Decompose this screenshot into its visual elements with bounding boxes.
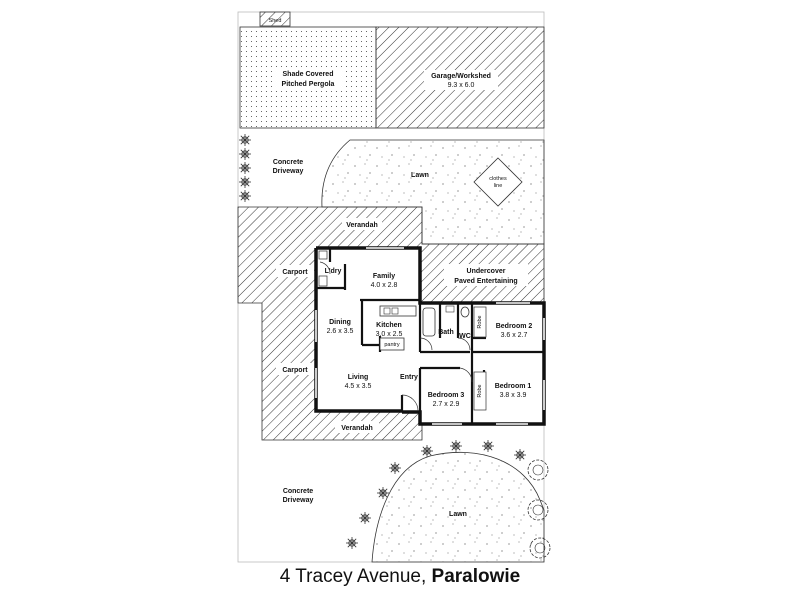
garage-label: Garage/Workshed bbox=[431, 73, 491, 80]
driveway-top-label-1: Concrete bbox=[273, 159, 303, 166]
door-swings bbox=[319, 261, 473, 412]
address-caption: 4 Tracey Avenue, Paralowie bbox=[0, 566, 800, 588]
bathtub bbox=[422, 307, 436, 337]
pantry-label: pantry bbox=[384, 342, 400, 348]
bedroom3-label: Bedroom 3 bbox=[428, 392, 465, 399]
kitchen-dimensions: 3.0 x 2.5 bbox=[376, 331, 403, 338]
driveway-bottom-label-1: Concrete bbox=[283, 488, 313, 495]
entry-label: Entry bbox=[400, 374, 418, 381]
pantry bbox=[379, 337, 405, 351]
bedroom1-label: Bedroom 1 bbox=[495, 383, 532, 390]
family-label: Family bbox=[373, 273, 395, 280]
address-street: 4 Tracey Avenue, bbox=[279, 566, 432, 587]
lawn-top-label: Lawn bbox=[411, 172, 429, 179]
robe-bedroom-1 bbox=[473, 371, 487, 411]
shed-label: Shed bbox=[269, 18, 282, 24]
driveway-top-label-2: Driveway bbox=[273, 168, 304, 175]
pergola-label-2: Pitched Pergola bbox=[282, 81, 335, 88]
verandah-bottom-label: Verandah bbox=[341, 425, 373, 432]
living-label: Living bbox=[348, 374, 369, 381]
garage-dimensions: 9.3 x 6.0 bbox=[448, 82, 475, 89]
carport-label-1: Carport bbox=[282, 269, 308, 276]
clothes-line bbox=[473, 157, 523, 207]
clothes-line-label-2: line bbox=[494, 183, 503, 189]
verandah-top-label: Verandah bbox=[346, 222, 378, 229]
lawn-bottom bbox=[371, 452, 545, 563]
dining-label: Dining bbox=[329, 319, 351, 326]
bath-label: Bath bbox=[438, 329, 454, 336]
undercover-label-1: Undercover bbox=[467, 268, 506, 275]
dining-dimensions: 2.6 x 3.5 bbox=[327, 328, 354, 335]
bedroom2-label: Bedroom 2 bbox=[496, 323, 533, 330]
toilet bbox=[460, 306, 470, 318]
bedroom1-dimensions: 3.8 x 3.9 bbox=[500, 392, 527, 399]
robe-label-1: Robe bbox=[477, 315, 483, 328]
undercover-label-2: Paved Entertaining bbox=[454, 278, 517, 285]
laundry-label: L'dry bbox=[325, 268, 342, 275]
address-suburb: Paralowie bbox=[431, 566, 521, 587]
robe-label-2: Robe bbox=[477, 384, 483, 397]
robe-bedroom-2 bbox=[473, 306, 487, 338]
windows bbox=[315, 247, 545, 425]
family-dimensions: 4.0 x 2.8 bbox=[371, 282, 398, 289]
bedroom2-dimensions: 3.6 x 2.7 bbox=[501, 332, 528, 339]
wc-label: WC bbox=[459, 333, 471, 340]
kitchen-label: Kitchen bbox=[376, 322, 402, 329]
bedroom3-dimensions: 2.7 x 2.9 bbox=[433, 401, 460, 408]
laundry-trough bbox=[318, 275, 328, 287]
shed bbox=[259, 11, 291, 27]
living-dimensions: 4.5 x 3.5 bbox=[345, 383, 372, 390]
carport-label-2: Carport bbox=[282, 367, 308, 374]
lawn-bottom-label: Lawn bbox=[449, 511, 467, 518]
driveway-bottom-label-2: Driveway bbox=[283, 497, 314, 504]
pergola-label-1: Shade Covered bbox=[283, 71, 334, 78]
clothes-line-label-1: clothes bbox=[489, 176, 507, 182]
shrub-row-top bbox=[238, 133, 252, 203]
